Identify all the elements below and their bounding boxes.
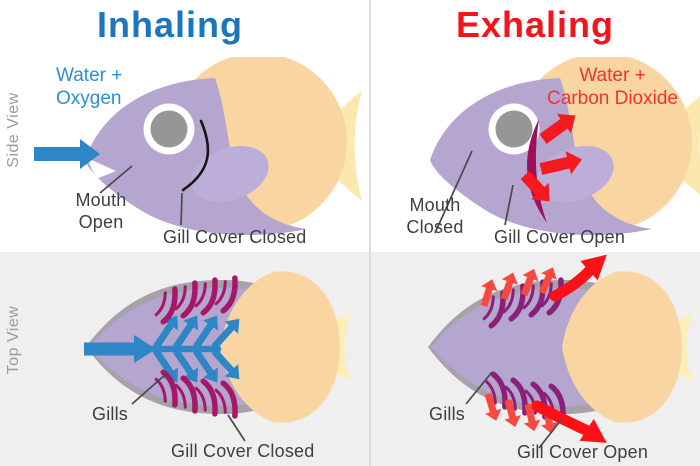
gill-cover-closed-side-label: Gill Cover Closed xyxy=(163,227,307,247)
mouth-open-line2: Open xyxy=(78,212,124,232)
water-out-arrow-top xyxy=(539,114,576,144)
top-view-inhaling-fish xyxy=(84,271,350,442)
gill-cover-leader-line xyxy=(180,192,183,226)
eye xyxy=(495,110,533,148)
top-body-rear xyxy=(220,271,340,423)
front-body xyxy=(430,78,652,236)
column-divider xyxy=(369,0,371,466)
water-out-arrow-middle xyxy=(539,151,582,175)
open-mouth-notch xyxy=(87,158,116,179)
water-carbon-dioxide-label: Water + Carbon Dioxide xyxy=(525,64,700,110)
gills-leader-line xyxy=(465,371,493,405)
water-co2-line2: Carbon Dioxide xyxy=(547,88,678,109)
front-body xyxy=(85,78,307,236)
side-view-inhaling-fish xyxy=(34,57,362,236)
gill-cover-leader-line xyxy=(227,414,246,442)
side-view-row-label: Side View xyxy=(5,92,22,168)
gills-leader-line xyxy=(131,373,167,405)
gill-cover-closed-top-label: Gill Cover Closed xyxy=(171,441,315,461)
water-oxygen-label: Water + Oxygen xyxy=(56,64,122,110)
gill-cover-leader-line xyxy=(538,419,562,449)
mouth-leader-line xyxy=(434,150,473,234)
water-in-arrow xyxy=(84,335,156,363)
water-in-arrow xyxy=(34,139,100,169)
water-out-arrow-bottom xyxy=(520,170,550,202)
gill-cover-open-side-label: Gill Cover Open xyxy=(494,227,626,247)
gills-label-inhaling: Gills xyxy=(92,404,128,424)
top-view-row-label: Top View xyxy=(5,305,22,375)
top-body-rear xyxy=(562,271,682,423)
exhaling-title: Exhaling xyxy=(455,4,615,45)
water-co2-line1: Water + xyxy=(579,65,646,86)
water-oxygen-line1: Water + xyxy=(56,65,123,86)
gills-label-exhaling: Gills xyxy=(429,404,465,424)
mouth-closed-label: Mouth Closed xyxy=(385,194,485,238)
mouth-closed-line2: Closed xyxy=(406,217,464,237)
gill-cover-closed-line xyxy=(181,119,210,192)
mouth-open-line1: Mouth xyxy=(75,190,127,210)
inhaling-title: Inhaling xyxy=(97,4,243,45)
mouth-leader-line xyxy=(99,165,133,194)
open-gill-slit xyxy=(527,119,547,223)
mouth-open-label: Mouth Open xyxy=(55,189,147,233)
gill-cover-open-top-label: Gill Cover Open xyxy=(517,442,649,462)
mouth-closed-line1: Mouth xyxy=(409,195,461,215)
side-view-exhaling-fish xyxy=(430,57,700,236)
gill-cover-leader-line xyxy=(504,184,514,226)
eye xyxy=(150,110,188,148)
water-out-big-arrow-bottom xyxy=(531,400,596,438)
pectoral-fin xyxy=(191,145,269,203)
water-oxygen-line2: Oxygen xyxy=(56,88,122,109)
top-view-exhaling-fish xyxy=(428,252,692,452)
